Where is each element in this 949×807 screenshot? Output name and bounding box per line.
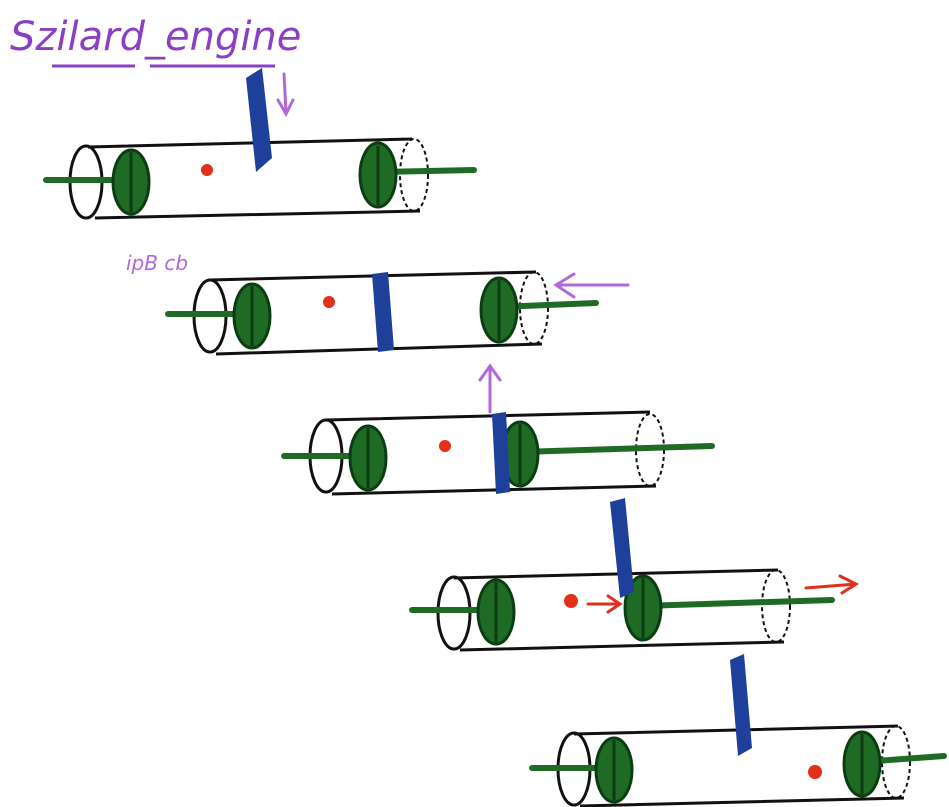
right-piston-rod [639, 597, 835, 609]
insert-arrow-down [276, 72, 295, 118]
push-arrow-left [553, 272, 630, 299]
molecule [323, 296, 335, 308]
stage-3 [281, 363, 715, 496]
cylinder-body [87, 137, 421, 220]
partition-wall [372, 272, 394, 352]
stage-1 [43, 68, 477, 220]
stage-5 [529, 654, 947, 807]
partition-wall [610, 498, 634, 598]
stage-4 [409, 498, 860, 652]
molecule [808, 765, 822, 779]
piston-move-arrow [804, 574, 860, 595]
annotation-note: ipB cb [126, 251, 188, 275]
remove-arrow-up [478, 363, 502, 414]
molecule-push-arrow [586, 594, 623, 614]
cylinder-right-cap [399, 138, 429, 212]
right-piston-rod [517, 443, 715, 455]
cylinder-right-cap [881, 725, 911, 799]
molecule [439, 440, 451, 452]
stage-2 [165, 270, 630, 356]
molecule [564, 594, 578, 608]
cylinder-body [325, 410, 657, 496]
partition-wall [246, 68, 272, 172]
cylinder-right-cap [761, 569, 791, 643]
partition-wall [730, 654, 752, 756]
partition-wall [492, 412, 510, 494]
molecule [201, 164, 213, 176]
cylinder-body [453, 568, 785, 652]
diagram-title: Szilard_engine [10, 14, 301, 60]
